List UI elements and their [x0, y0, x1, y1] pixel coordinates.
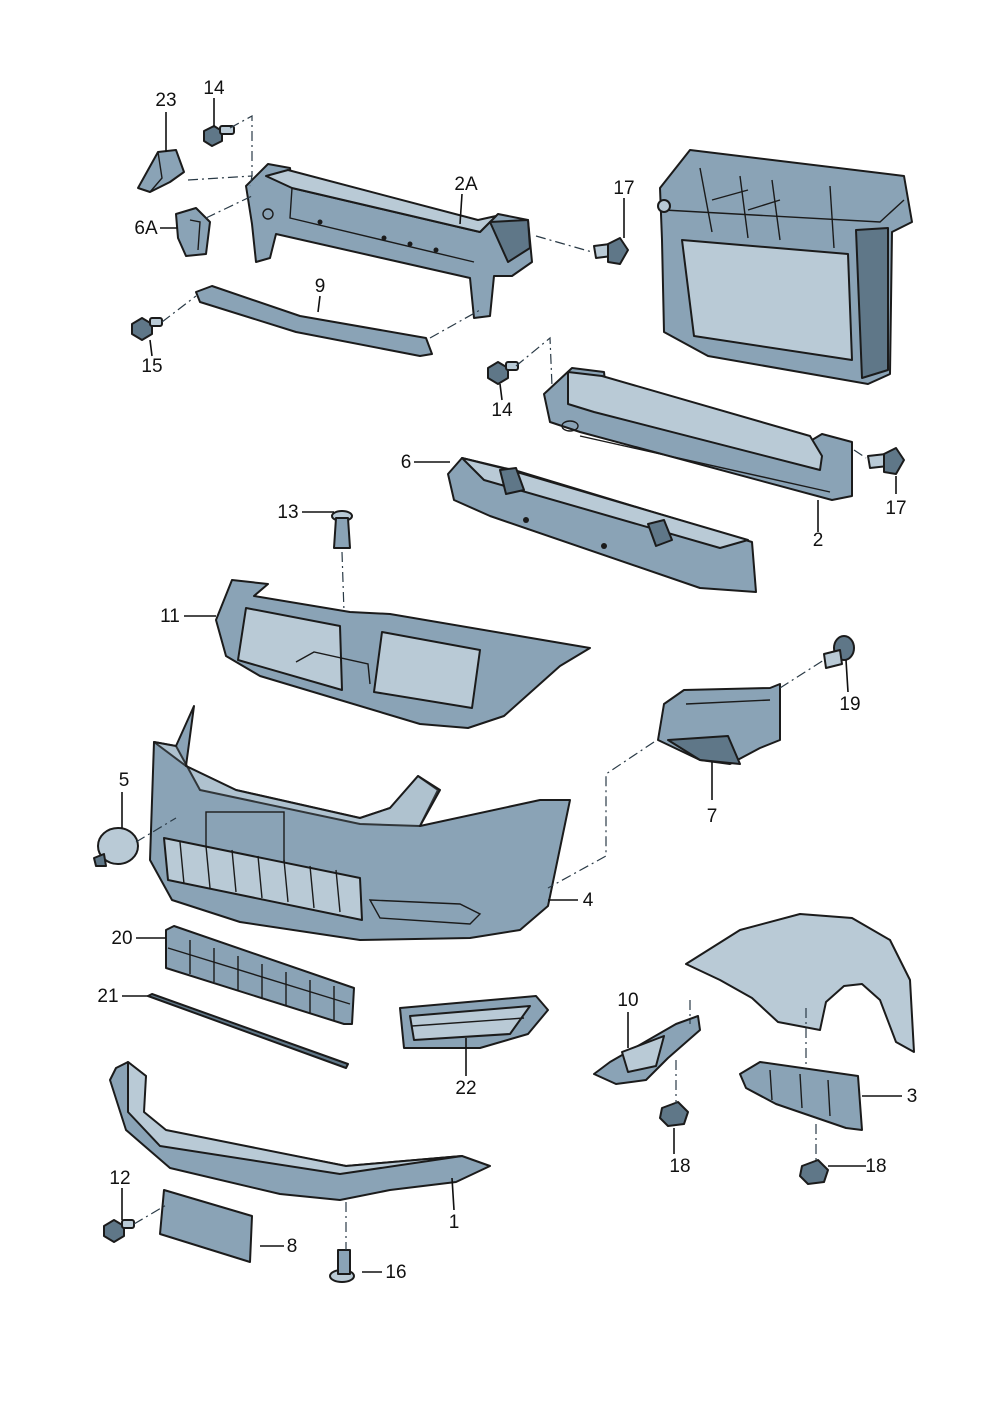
part-6-energy-absorber	[447, 457, 757, 593]
part-9-strip	[195, 285, 433, 357]
part-3-guide	[739, 1061, 863, 1131]
callout-9: 9	[315, 276, 326, 297]
part-17-bolt-lower	[867, 447, 905, 475]
part-1-spoiler	[109, 1061, 491, 1201]
lock-carrier-frame	[657, 149, 913, 385]
part-10-bracket	[593, 1015, 701, 1085]
part-17-bolt-upper	[593, 237, 629, 265]
callout-20: 20	[111, 928, 132, 949]
callout-14-upper: 14	[203, 78, 225, 99]
part-18-nut-right	[799, 1159, 829, 1185]
callout-10: 10	[617, 990, 638, 1011]
part-2A-crossmember	[245, 163, 533, 319]
callout-numbers: 23 14 2A 17 6A 9 15 14 6 17 2 13 11 19 5…	[97, 78, 917, 1283]
callout-4: 4	[583, 890, 594, 911]
callout-17-lower: 17	[885, 498, 906, 519]
part-2-bumper-carrier	[543, 367, 853, 501]
part-23-bracket	[137, 149, 185, 193]
part-21-strip	[147, 993, 349, 1069]
callout-2: 2	[813, 530, 824, 551]
part-14-bolt-lower	[487, 361, 519, 385]
part-16-rivet	[329, 1249, 355, 1283]
callout-21: 21	[97, 986, 118, 1007]
part-14-bolt-upper	[203, 125, 235, 147]
callout-23: 23	[155, 90, 176, 111]
assembly-lines	[133, 114, 867, 1250]
callout-6: 6	[401, 452, 412, 473]
callout-6A: 6A	[134, 218, 158, 239]
part-12-bolt	[103, 1219, 135, 1243]
part-4-bumper-cover	[149, 705, 571, 941]
callout-8: 8	[287, 1236, 298, 1257]
part-15-bolt	[131, 317, 163, 341]
part-6A-clip	[175, 207, 211, 257]
part-19-bolt	[823, 635, 855, 669]
callout-11: 11	[160, 606, 180, 627]
callout-13: 13	[277, 502, 298, 523]
part-8-plate-bracket	[159, 1189, 253, 1263]
callout-15: 15	[141, 356, 162, 377]
callout-16: 16	[385, 1262, 406, 1283]
leader-lines	[121, 98, 902, 1273]
part-22-fog-grille	[399, 995, 549, 1049]
callout-19: 19	[839, 694, 860, 715]
callout-22: 22	[455, 1078, 476, 1099]
callout-1: 1	[449, 1212, 460, 1233]
callout-17-upper: 17	[613, 178, 634, 199]
callout-3: 3	[907, 1086, 918, 1107]
part-11-undertray	[215, 579, 591, 729]
part-7-bracket	[657, 683, 781, 765]
callout-18-left: 18	[669, 1156, 690, 1177]
callout-18-right: 18	[865, 1156, 886, 1177]
part-5-cap	[93, 827, 139, 867]
callout-2A: 2A	[454, 174, 478, 195]
callout-14-lower: 14	[491, 400, 513, 421]
part-20-grille	[165, 925, 355, 1025]
part-18-nut-left	[659, 1101, 689, 1127]
callout-5: 5	[119, 770, 130, 791]
part-13-rivet	[331, 510, 353, 549]
callout-12: 12	[109, 1168, 130, 1189]
callout-7: 7	[707, 806, 718, 827]
fender	[685, 913, 915, 1053]
